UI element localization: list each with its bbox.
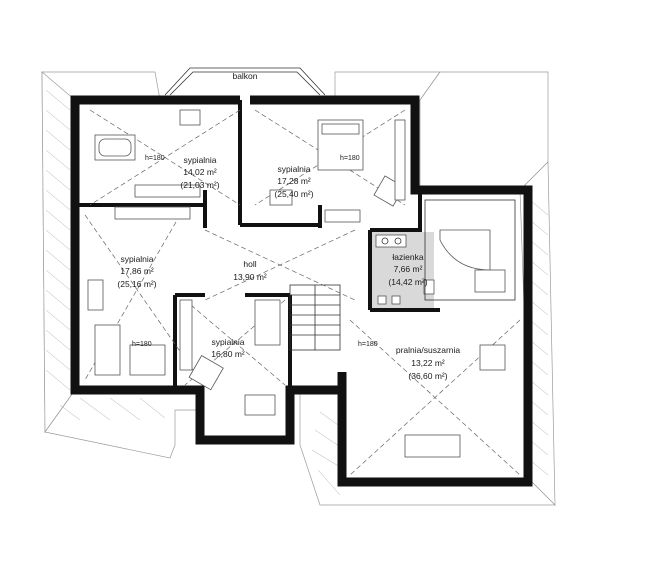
- height-note: h=180: [340, 155, 360, 162]
- svg-text:13,90 m²: 13,90 m²: [233, 272, 267, 282]
- balcony-label: balkon: [232, 71, 257, 81]
- svg-text:sypialnia: sypialnia: [211, 337, 244, 347]
- height-note: h=180: [132, 341, 152, 348]
- bathroom-fixtures: [375, 199, 516, 305]
- svg-text:17,28 m²: 17,28 m²: [277, 176, 311, 186]
- svg-text:(25,16 m²): (25,16 m²): [117, 279, 156, 289]
- svg-text:(36,60 m²): (36,60 m²): [408, 371, 447, 381]
- room-label-bedroom-1: sypialnia 14,02 m² (21,03 m²) h=180: [145, 155, 220, 190]
- height-note: h=180: [145, 155, 165, 162]
- room-label-hall: holl 13,90 m²: [233, 259, 267, 282]
- balcony: balkon: [164, 67, 326, 96]
- room-label-bedroom-4: sypialnia 16,80 m²: [211, 337, 245, 359]
- svg-text:17,86 m²: 17,86 m²: [120, 266, 154, 276]
- exterior-walls: [70, 95, 533, 487]
- room-label-bedroom-3: sypialnia 17,86 m² (25,16 m²) h=180: [117, 254, 156, 348]
- stairs: [289, 284, 341, 351]
- svg-text:łazienka: łazienka: [392, 252, 423, 262]
- svg-text:(25,40 m²): (25,40 m²): [274, 189, 313, 199]
- svg-text:7,66 m²: 7,66 m²: [394, 264, 423, 274]
- svg-text:13,22 m²: 13,22 m²: [411, 358, 445, 368]
- furniture: [87, 109, 506, 458]
- svg-text:14,02 m²: 14,02 m²: [183, 167, 217, 177]
- svg-text:sypialnia: sypialnia: [183, 155, 216, 165]
- height-note: h=180: [358, 341, 378, 348]
- svg-text:pralnia/suszarnia: pralnia/suszarnia: [396, 345, 461, 355]
- svg-text:(14,42 m²): (14,42 m²): [388, 277, 427, 287]
- room-label-laundry: pralnia/suszarnia 13,22 m² (36,60 m²) h=…: [358, 341, 460, 381]
- svg-text:(21,03 m²): (21,03 m²): [180, 180, 219, 190]
- svg-text:holl: holl: [243, 259, 256, 269]
- room-label-bathroom: łazienka 7,66 m² (14,42 m²): [388, 252, 427, 287]
- svg-text:sypialnia: sypialnia: [277, 164, 310, 174]
- room-label-bedroom-2: sypialnia 17,28 m² (25,40 m²) h=180: [274, 155, 359, 199]
- svg-text:16,80 m²: 16,80 m²: [211, 349, 245, 359]
- svg-text:sypialnia: sypialnia: [120, 254, 153, 264]
